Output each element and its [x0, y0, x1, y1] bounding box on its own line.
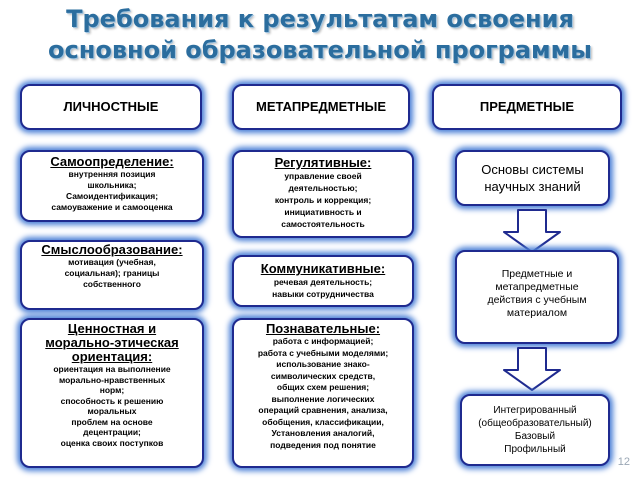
box-title: Познавательные:: [265, 321, 381, 336]
subject-box-actions: Предметные и метапредметные действия с у…: [455, 250, 619, 344]
page-title: Требования к результатам освоения основн…: [0, 4, 640, 66]
arrow-down-icon: [503, 347, 561, 391]
meta-box-communicative: Коммуникативные: речевая деятельность; н…: [232, 255, 414, 307]
box-text: Основы системы научных знаний: [481, 162, 584, 194]
box-body: управление своей деятельностью; контроль…: [274, 171, 372, 229]
box-title: Самоопределение:: [50, 154, 174, 169]
subject-box-levels: Интегрированный (общеобразовательный) Ба…: [460, 394, 610, 466]
arrow-down-icon: [503, 209, 561, 253]
subject-box-basics: Основы системы научных знаний: [455, 150, 610, 206]
box-body: мотивация (учебная, социальная); границы…: [64, 257, 160, 289]
header-subject-label: ПРЕДМЕТНЫЕ: [479, 99, 575, 114]
box-text: Интегрированный (общеобразовательный) Ба…: [478, 405, 592, 455]
box-title: Ценностная и морально-этическая ориентац…: [45, 321, 179, 364]
header-meta-label: МЕТАПРЕДМЕТНЫЕ: [255, 99, 386, 114]
header-subject: ПРЕДМЕТНЫЕ: [432, 84, 622, 130]
box-title: Коммуникативные:: [260, 261, 386, 276]
box-body: работа с информацией; работа с учебными …: [257, 336, 389, 450]
personal-box-meaning: Смыслообразование: мотивация (учебная, с…: [20, 240, 204, 310]
box-body: ориентация на выполнение морально-нравст…: [53, 364, 171, 448]
personal-box-self-determination: Самоопределение: внутренняя позиция школ…: [20, 150, 204, 222]
meta-box-cognitive: Познавательные: работа с информацией; ра…: [232, 318, 414, 468]
box-body: речевая деятельность; навыки сотрудничес…: [272, 277, 374, 299]
header-personal-label: ЛИЧНОСТНЫЕ: [63, 99, 159, 114]
meta-box-regulatory: Регулятивные: управление своей деятельно…: [232, 150, 414, 238]
header-personal: ЛИЧНОСТНЫЕ: [20, 84, 202, 130]
box-text: Предметные и метапредметные действия с у…: [487, 268, 587, 319]
title-line-1: Требования к результатам освоения: [66, 5, 574, 33]
box-title: Смыслообразование:: [41, 242, 183, 257]
page-number: 12: [617, 456, 630, 468]
personal-box-values: Ценностная и морально-этическая ориентац…: [20, 318, 204, 468]
header-meta: МЕТАПРЕДМЕТНЫЕ: [232, 84, 410, 130]
title-line-2: основной образовательной программы: [48, 36, 592, 64]
box-body: внутренняя позиция школьника; Самоиденти…: [51, 169, 173, 212]
box-title: Регулятивные:: [274, 155, 372, 170]
